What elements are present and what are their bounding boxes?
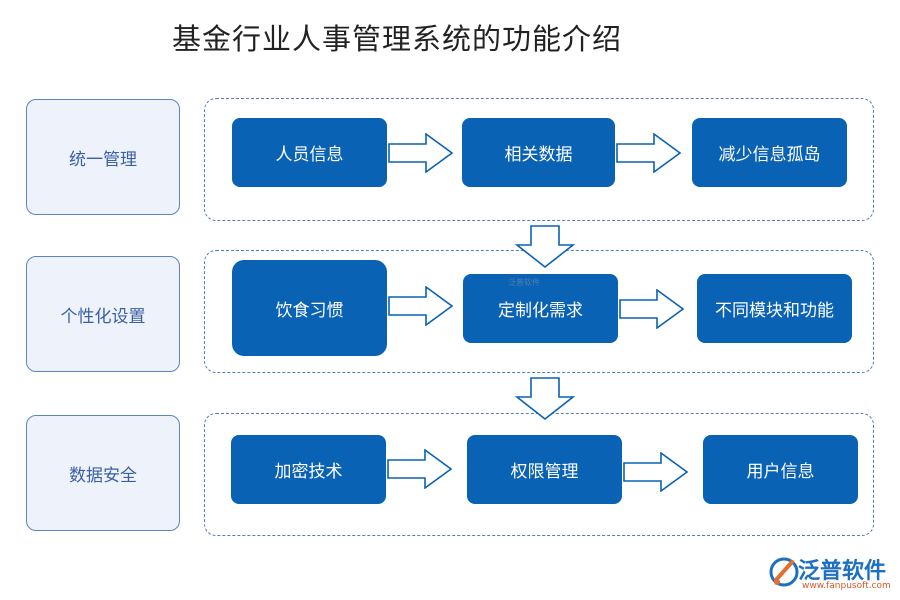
down-arrow-icon	[515, 225, 575, 269]
page-title: 基金行业人事管理系统的功能介绍	[172, 22, 623, 56]
right-arrow-icon	[387, 449, 453, 489]
node-personnel-info: 人员信息	[232, 118, 387, 187]
right-arrow-icon	[616, 133, 682, 173]
brand-name: 泛普软件	[798, 559, 887, 584]
watermark: 泛普软件	[508, 278, 540, 287]
right-arrow-icon	[388, 286, 454, 326]
right-arrow-icon	[388, 133, 454, 173]
right-arrow-icon	[623, 452, 689, 492]
node-user-info: 用户信息	[703, 435, 858, 504]
brand-logo-icon	[769, 557, 799, 587]
side-label-personalization: 个性化设置	[26, 256, 180, 372]
right-arrow-icon	[619, 289, 685, 329]
side-label-unified-management: 统一管理	[26, 99, 180, 215]
row-container-unified-management	[204, 98, 874, 221]
node-encryption-tech: 加密技术	[231, 435, 386, 504]
side-label-data-security: 数据安全	[26, 415, 180, 531]
brand-url: www.fanpusoft.com	[802, 581, 891, 591]
down-arrow-icon	[515, 377, 575, 421]
node-dietary-habits: 饮食习惯	[232, 260, 387, 356]
node-custom-requirements: 定制化需求	[463, 274, 618, 343]
node-different-modules: 不同模块和功能	[697, 274, 852, 343]
node-permission-management: 权限管理	[467, 435, 622, 504]
node-reduce-info-silos: 减少信息孤岛	[692, 118, 847, 187]
node-related-data: 相关数据	[462, 118, 615, 187]
